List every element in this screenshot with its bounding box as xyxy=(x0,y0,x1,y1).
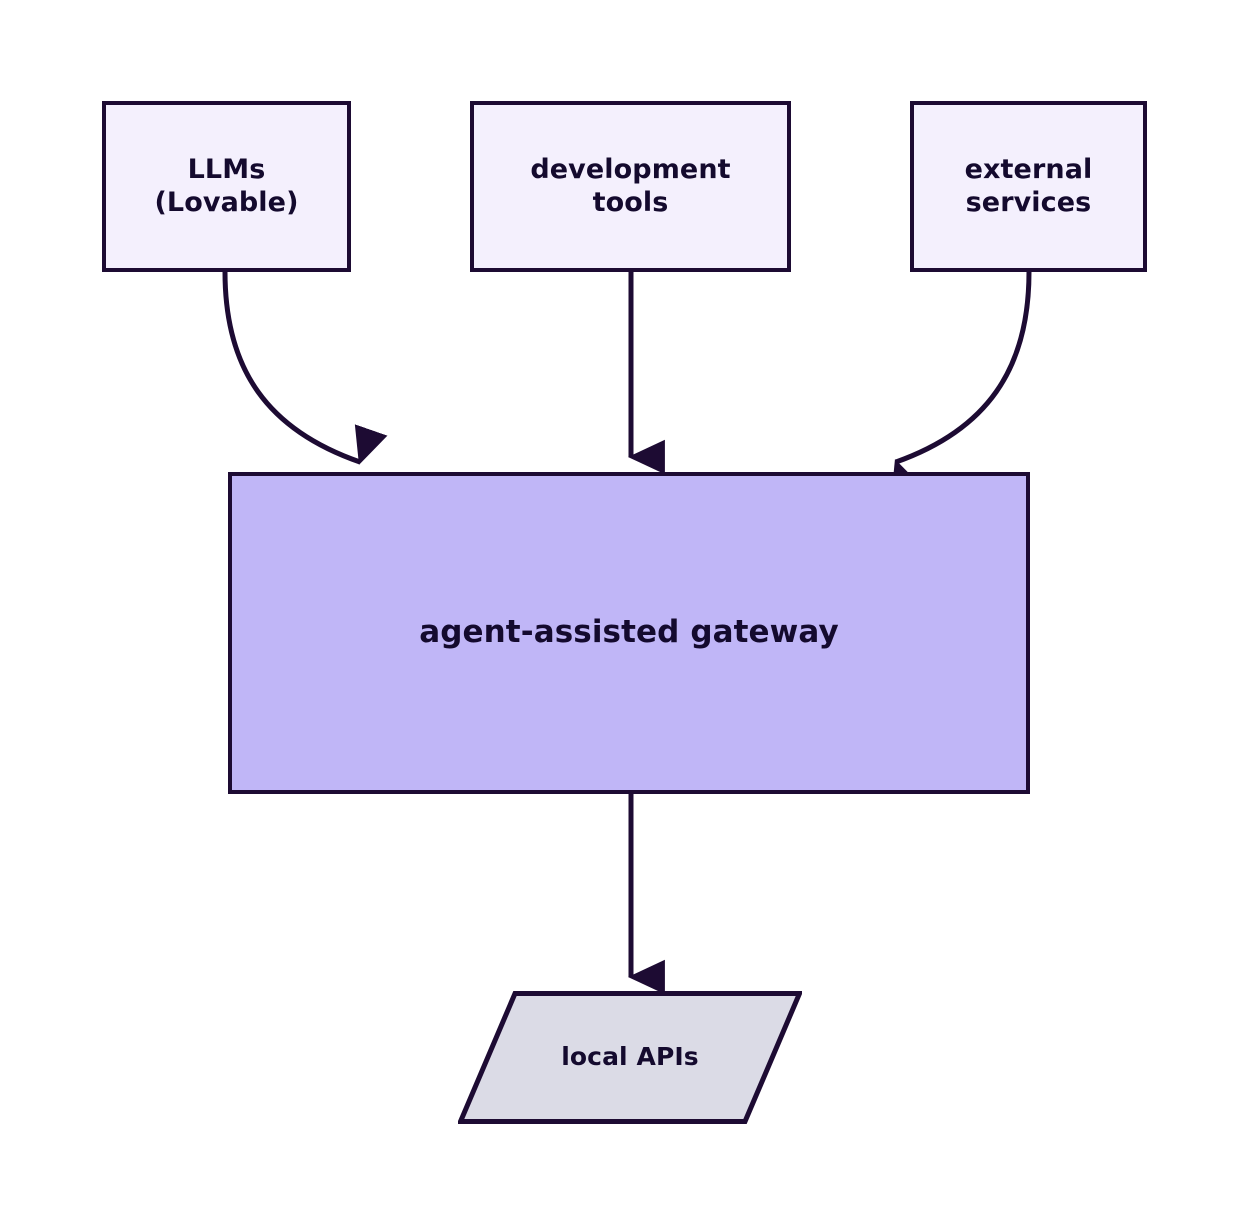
node-llms[interactable]: LLMs (Lovable) xyxy=(102,101,351,272)
node-development-tools-label: development tools xyxy=(530,153,731,218)
edge-llms-to-gateway xyxy=(222,271,388,465)
node-external-services[interactable]: external services xyxy=(910,101,1147,272)
edge-path-external-gateway xyxy=(891,271,1032,500)
node-llms-label: LLMs (Lovable) xyxy=(154,153,299,218)
node-local-apis[interactable]: local APIs xyxy=(458,991,802,1124)
edge-external-to-gateway xyxy=(891,271,1032,500)
node-agent-assisted-gateway[interactable]: agent-assisted gateway xyxy=(228,472,1030,794)
parallelogram-shape xyxy=(458,991,802,1124)
node-external-services-label: external services xyxy=(964,153,1093,218)
node-development-tools[interactable]: development tools xyxy=(470,101,791,272)
node-agent-assisted-gateway-label: agent-assisted gateway xyxy=(419,614,839,651)
node-local-apis-label: local APIs xyxy=(561,1042,699,1072)
edge-path-llms-gateway xyxy=(222,271,388,465)
